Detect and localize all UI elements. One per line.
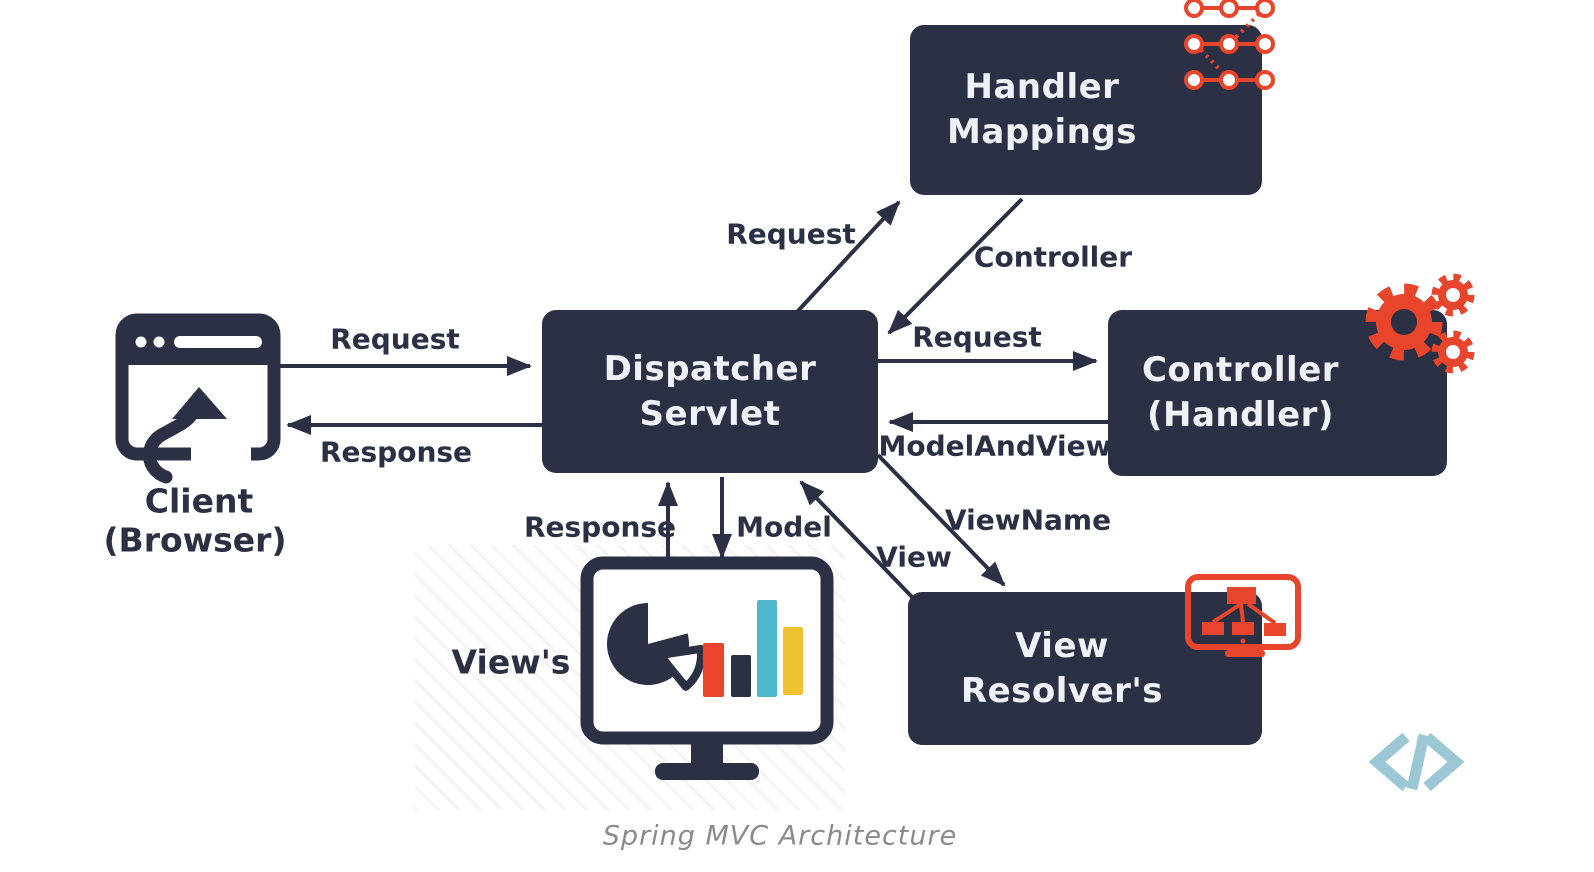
edge-label-mapping-controller: Controller (973, 240, 1133, 274)
edge-label-view: View (876, 540, 952, 574)
node-dispatcher-servlet: Dispatcher Servlet (542, 310, 878, 473)
node-view-resolvers: View Resolver's (908, 592, 1262, 745)
node-dispatcher-servlet-line1: Dispatcher (603, 348, 817, 389)
edge-label-mapping-request: Request (726, 217, 856, 251)
node-handler-mappings: Handler Mappings (910, 25, 1262, 195)
views-label: View's (451, 642, 571, 682)
edge-label-modelandview: ModelAndView (878, 429, 1112, 463)
node-controller-handler-line2: (Handler) (1146, 395, 1334, 435)
edge-label-viewname: ViewName (944, 503, 1112, 537)
node-controller-handler-line1: Controller (1141, 350, 1340, 390)
diagram-caption: Spring MVC Architecture (602, 820, 958, 852)
code-tag-icon (1368, 732, 1465, 792)
node-view-resolvers-line1: View (1015, 625, 1109, 666)
edge-label-client-response: Response (319, 435, 473, 469)
node-view-resolvers-line2: Resolver's (960, 670, 1164, 711)
browser-upload-icon (115, 313, 281, 484)
edge-label-controller-request: Request (912, 320, 1042, 354)
edge-label-model: Model (736, 510, 832, 544)
node-handler-mappings-line2: Mappings (947, 112, 1137, 152)
node-handler-mappings-line1: Handler (964, 67, 1120, 107)
edge-label-client-request: Request (330, 322, 460, 356)
node-controller-handler: Controller (Handler) (1108, 310, 1447, 476)
client-label-line1: Client (144, 481, 254, 521)
client-label-line2: (Browser) (103, 520, 287, 560)
node-dispatcher-servlet-line2: Servlet (639, 393, 781, 434)
edge-label-view-response: Response (523, 510, 677, 544)
